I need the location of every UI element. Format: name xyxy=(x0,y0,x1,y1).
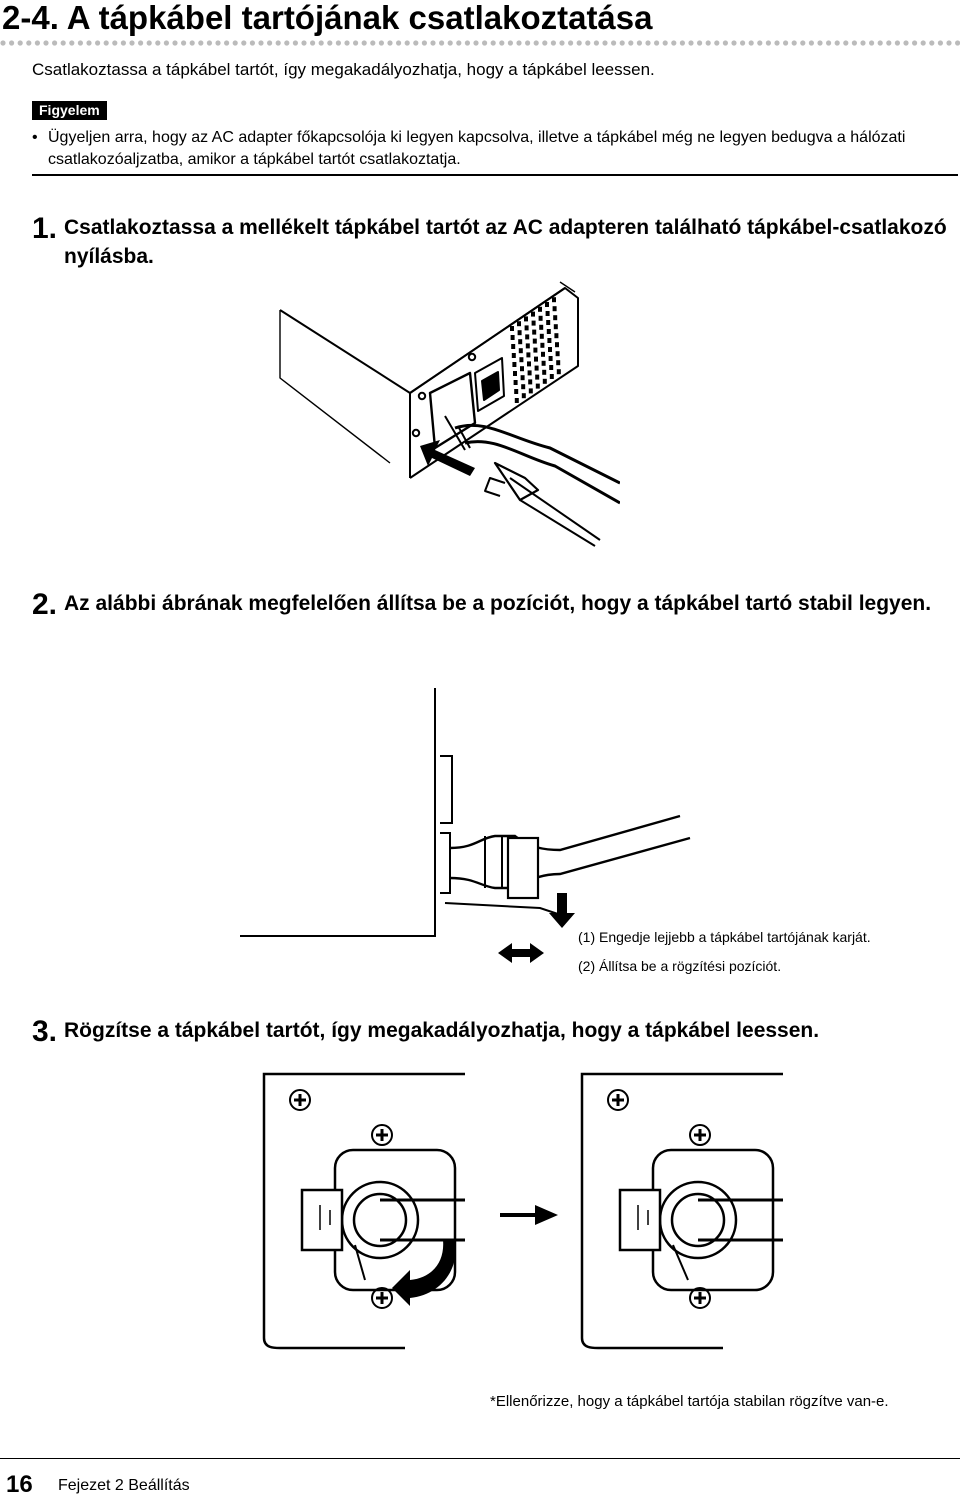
step-1-text: Csatlakoztassa a mellékelt tápkábel tart… xyxy=(64,216,947,268)
page-number: 16 xyxy=(6,1471,33,1498)
screw-icon xyxy=(371,1124,393,1146)
screw-icon xyxy=(289,1089,311,1111)
step-2-number: 2. xyxy=(32,588,58,621)
section-title: 2-4. A tápkábel tartójának csatlakoztatá… xyxy=(2,0,653,36)
figure-1-adapter-illustration xyxy=(279,281,620,547)
screw-icon xyxy=(607,1089,629,1111)
warning-text: Ügyeljen arra, hogy az AC adapter főkapc… xyxy=(48,129,906,168)
adjust-position-arrow xyxy=(498,943,544,963)
figure-2-note-2: (2) Állítsa be a rögzítési pozíciót. xyxy=(578,958,782,974)
chapter-label: Fejezet 2 Beállítás xyxy=(58,1477,190,1494)
insert-arrow xyxy=(420,440,475,476)
figure-3-note: *Ellenőrizze, hogy a tápkábel tartója st… xyxy=(490,1393,889,1410)
warning-rule xyxy=(32,174,958,176)
figure-3-after-illustration xyxy=(580,1072,783,1350)
screw-icon xyxy=(689,1287,711,1309)
footer-rule xyxy=(0,1458,960,1459)
figure-3-before-illustration xyxy=(262,1072,465,1350)
intro-text: Csatlakoztassa a tápkábel tartót, így me… xyxy=(32,60,655,79)
rotate-arrow xyxy=(392,1240,456,1306)
step-3-text: Rögzítse a tápkábel tartót, így megakadá… xyxy=(64,1019,820,1042)
warning-item: • Ügyeljen arra, hogy az AC adapter főka… xyxy=(32,127,957,171)
dotted-rule xyxy=(0,40,960,46)
next-step-arrow xyxy=(500,1205,558,1225)
warning-badge: Figyelem xyxy=(32,101,107,120)
screw-icon xyxy=(371,1287,393,1309)
figure-2-note-1: (1) Engedje lejjebb a tápkábel tartójána… xyxy=(578,929,871,945)
bullet: • xyxy=(32,129,38,146)
screw-icon xyxy=(689,1124,711,1146)
step-1-number: 1. xyxy=(32,212,58,245)
step-3-number: 3. xyxy=(32,1015,58,1048)
figure-2-position-illustration xyxy=(240,688,691,963)
step-2-text: Az alábbi ábrának megfelelően állítsa be… xyxy=(64,592,932,615)
lower-arm-arrow xyxy=(549,893,575,928)
